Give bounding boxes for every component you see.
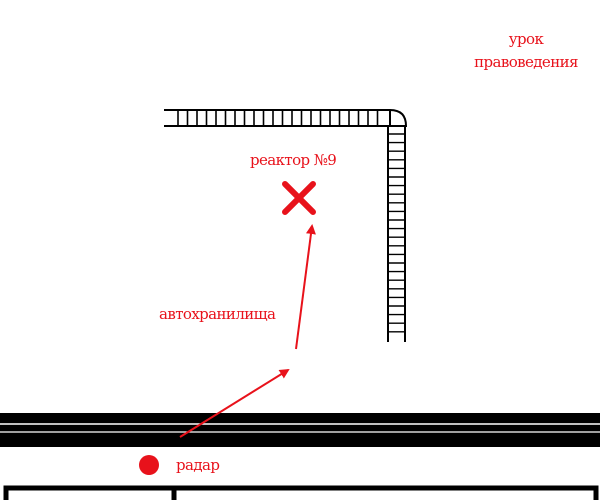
red-dot-icon — [139, 455, 159, 475]
building-outline — [3, 485, 599, 500]
radar-label: радар — [176, 456, 220, 474]
railway-vertical — [387, 126, 406, 342]
main-road — [0, 413, 600, 447]
arrow-icon — [179, 368, 290, 438]
railway-horizontal — [164, 109, 390, 127]
lesson-label: урок правоведения — [470, 28, 582, 74]
reactor-label: реактор №9 — [250, 151, 337, 169]
garage-label: автохранилища — [159, 305, 276, 323]
railway-corner — [389, 108, 408, 127]
lesson-label-line2: правоведения — [474, 53, 578, 71]
lesson-label-line1: урок — [508, 30, 544, 48]
arrow-icon — [295, 224, 316, 350]
x-mark-icon — [282, 181, 316, 215]
